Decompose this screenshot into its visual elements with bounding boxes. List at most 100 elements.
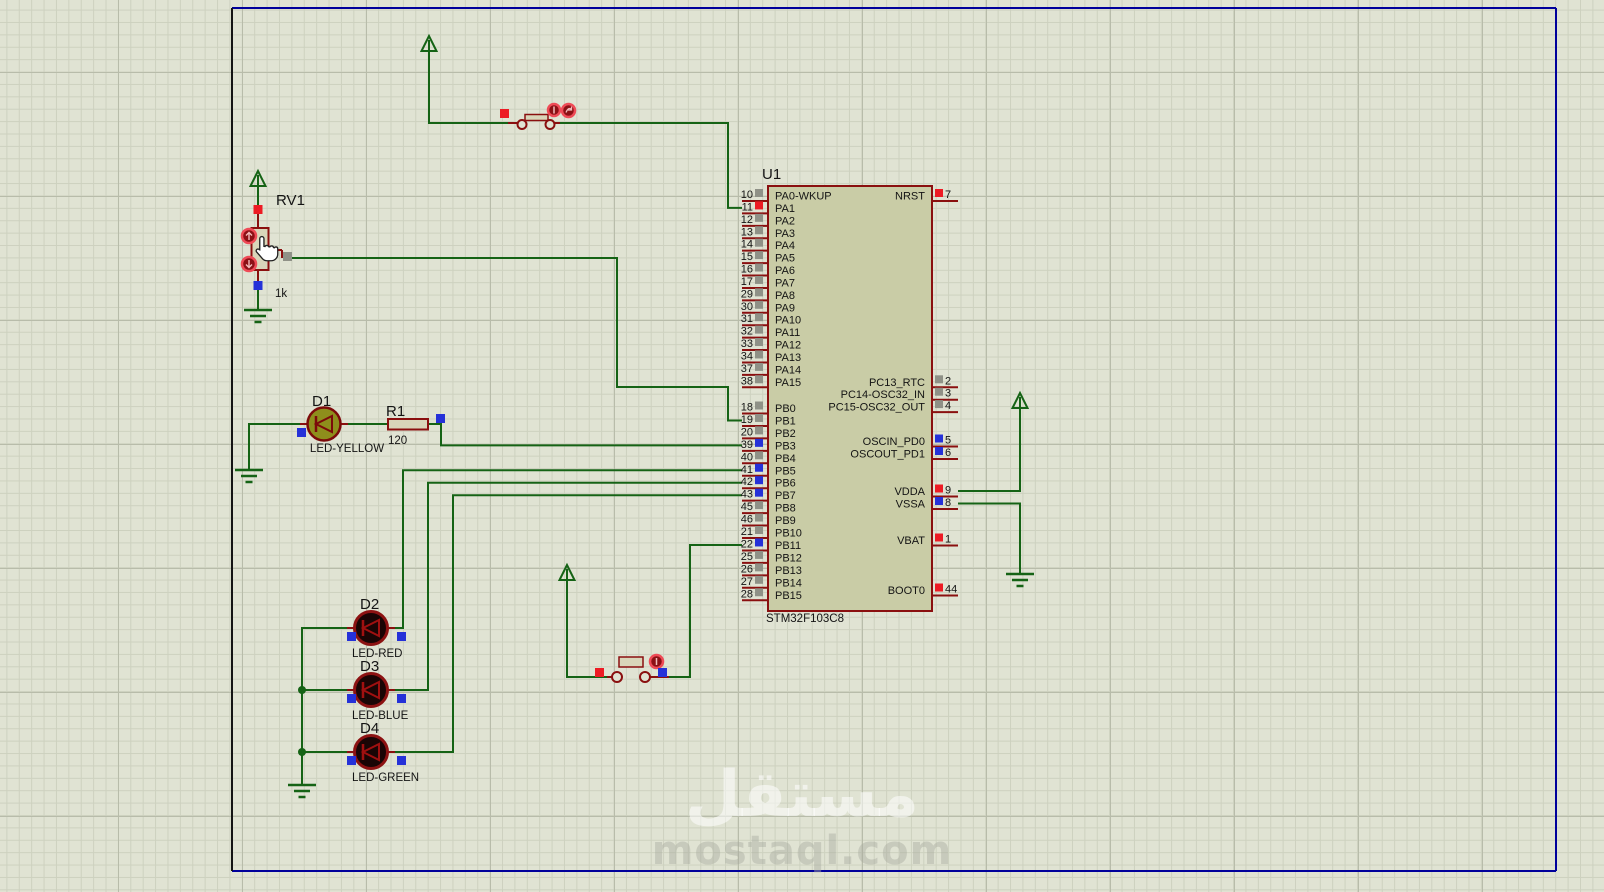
d4-body[interactable] bbox=[353, 734, 389, 770]
d2-body[interactable] bbox=[353, 610, 389, 646]
pin-label: PA4 bbox=[775, 240, 795, 252]
chip-part-label: STM32F103C8 bbox=[766, 613, 844, 625]
button2-terminal bbox=[611, 671, 623, 683]
rv1-ref-label: RV1 bbox=[276, 192, 305, 209]
wire-d3-to-pb6[interactable] bbox=[395, 481, 742, 691]
wire-button1-left[interactable] bbox=[428, 51, 508, 124]
junction-dot bbox=[298, 686, 306, 694]
net-state-blue bbox=[397, 632, 406, 641]
pin-state-gray-indicator bbox=[755, 300, 763, 309]
chip-body[interactable] bbox=[767, 185, 933, 612]
pin-state-blue-indicator bbox=[935, 447, 943, 455]
pin-label: PB1 bbox=[775, 415, 796, 427]
pin-number: 40 bbox=[741, 451, 753, 463]
ground-symbols bbox=[235, 308, 1034, 799]
d3-body[interactable] bbox=[353, 672, 389, 708]
pin-label: PB11 bbox=[775, 540, 801, 552]
pin-state-gray-indicator bbox=[755, 513, 763, 522]
pin-state-gray-indicator bbox=[935, 375, 943, 384]
chip-ref-label: U1 bbox=[762, 166, 781, 183]
pin-label: PA15 bbox=[775, 377, 801, 389]
pin-label: PB5 bbox=[775, 465, 796, 477]
pin-state-blue-indicator bbox=[755, 463, 763, 472]
pin-state-red-indicator bbox=[935, 484, 943, 493]
pin-number: 15 bbox=[741, 251, 753, 263]
pin-number: 12 bbox=[741, 214, 753, 226]
component-button2[interactable] bbox=[595, 653, 669, 683]
wire-d2-to-pb5[interactable] bbox=[395, 469, 742, 629]
pin-state-gray-indicator bbox=[755, 288, 763, 297]
d1-ref-label: D1 bbox=[312, 393, 331, 410]
power-terminal-rv1[interactable] bbox=[248, 168, 268, 187]
component-d1-led-yellow[interactable]: D1 LED-YELLOW bbox=[297, 393, 384, 455]
net-state-blue bbox=[297, 428, 306, 437]
pin-number: 17 bbox=[741, 276, 753, 288]
wire-button1-to-pa1[interactable] bbox=[560, 122, 742, 209]
wire-rv1-wiper-to-pb1[interactable] bbox=[284, 257, 742, 422]
wire-d1-ground[interactable] bbox=[248, 423, 304, 470]
d3-ref-label: D3 bbox=[360, 658, 379, 675]
pin-state-gray-indicator bbox=[755, 575, 763, 584]
pin-label: PA10 bbox=[775, 315, 801, 327]
ground-symbol-rv1[interactable] bbox=[244, 308, 272, 324]
pin-state-gray-indicator bbox=[755, 213, 763, 222]
wire-r1-to-pb3[interactable] bbox=[428, 423, 742, 447]
pin-label: NRST bbox=[895, 191, 925, 203]
button1-terminal bbox=[544, 119, 556, 130]
pin-state-gray-indicator bbox=[755, 375, 763, 384]
pin-state-gray-indicator bbox=[755, 275, 763, 284]
wires bbox=[248, 51, 1021, 785]
d1-type-label: LED-YELLOW bbox=[310, 443, 384, 455]
pin-label: PB13 bbox=[775, 565, 802, 577]
pin-label: PA9 bbox=[775, 302, 795, 314]
pin-state-blue-indicator bbox=[935, 434, 943, 443]
d2-type-label: LED-RED bbox=[352, 648, 402, 660]
pin-label: PB12 bbox=[775, 552, 802, 564]
pin-number: 3 bbox=[945, 388, 951, 400]
pin-label: PB9 bbox=[775, 515, 796, 527]
power-terminal-button1[interactable] bbox=[419, 33, 439, 52]
button2-cap bbox=[618, 656, 644, 668]
pin-number: 5 bbox=[945, 435, 951, 447]
pin-number: 32 bbox=[741, 326, 753, 338]
component-r1-resistor[interactable]: R1 120 bbox=[386, 403, 445, 447]
component-button1[interactable] bbox=[500, 102, 577, 130]
pin-state-blue-indicator bbox=[755, 488, 763, 497]
pin-label: PA12 bbox=[775, 340, 801, 352]
pin-number: 1 bbox=[945, 534, 951, 546]
wire-d4-to-pb7[interactable] bbox=[395, 494, 742, 753]
pin-label: PB15 bbox=[775, 590, 802, 602]
wire-led-rail[interactable] bbox=[301, 627, 347, 785]
component-d3-led-blue[interactable]: D3 LED-BLUE bbox=[347, 658, 409, 722]
pin-state-red-indicator bbox=[935, 533, 943, 542]
pin-state-gray-indicator bbox=[755, 588, 763, 597]
net-state-gray bbox=[283, 252, 292, 261]
wire-button2-to-pb11[interactable] bbox=[669, 544, 742, 678]
pin-state-gray-indicator bbox=[755, 362, 763, 371]
ground-symbol-vssa[interactable] bbox=[1006, 572, 1034, 588]
power-terminal-button2[interactable] bbox=[557, 562, 577, 581]
pin-label: PB3 bbox=[775, 440, 796, 452]
ground-symbol-d1[interactable] bbox=[235, 468, 263, 484]
button1-contact-bar bbox=[524, 113, 549, 122]
pin-number: 27 bbox=[741, 576, 753, 588]
sheet-border bbox=[231, 7, 1557, 872]
component-d2-led-red[interactable]: D2 LED-RED bbox=[347, 596, 406, 660]
ground-symbol-led-rail[interactable] bbox=[288, 783, 316, 799]
pin-label: VDDA bbox=[894, 486, 925, 498]
d3-diode-triangle bbox=[360, 680, 380, 700]
pin-number: 16 bbox=[741, 264, 753, 276]
pin-state-gray-indicator bbox=[755, 251, 763, 260]
power-terminal-vdda[interactable] bbox=[1010, 390, 1030, 409]
d1-body[interactable] bbox=[306, 406, 342, 442]
wire-vdda-power[interactable] bbox=[958, 408, 1021, 492]
pin-state-red-indicator bbox=[935, 189, 943, 197]
r1-body[interactable] bbox=[387, 418, 429, 431]
wire-button2-left[interactable] bbox=[566, 580, 607, 678]
pin-label: PA1 bbox=[775, 203, 795, 215]
pin-state-gray-indicator bbox=[755, 451, 763, 460]
wire-vssa-ground[interactable] bbox=[958, 502, 1021, 575]
component-d4-led-green[interactable]: D4 LED-GREEN bbox=[347, 720, 419, 784]
pin-number: 22 bbox=[741, 538, 753, 550]
